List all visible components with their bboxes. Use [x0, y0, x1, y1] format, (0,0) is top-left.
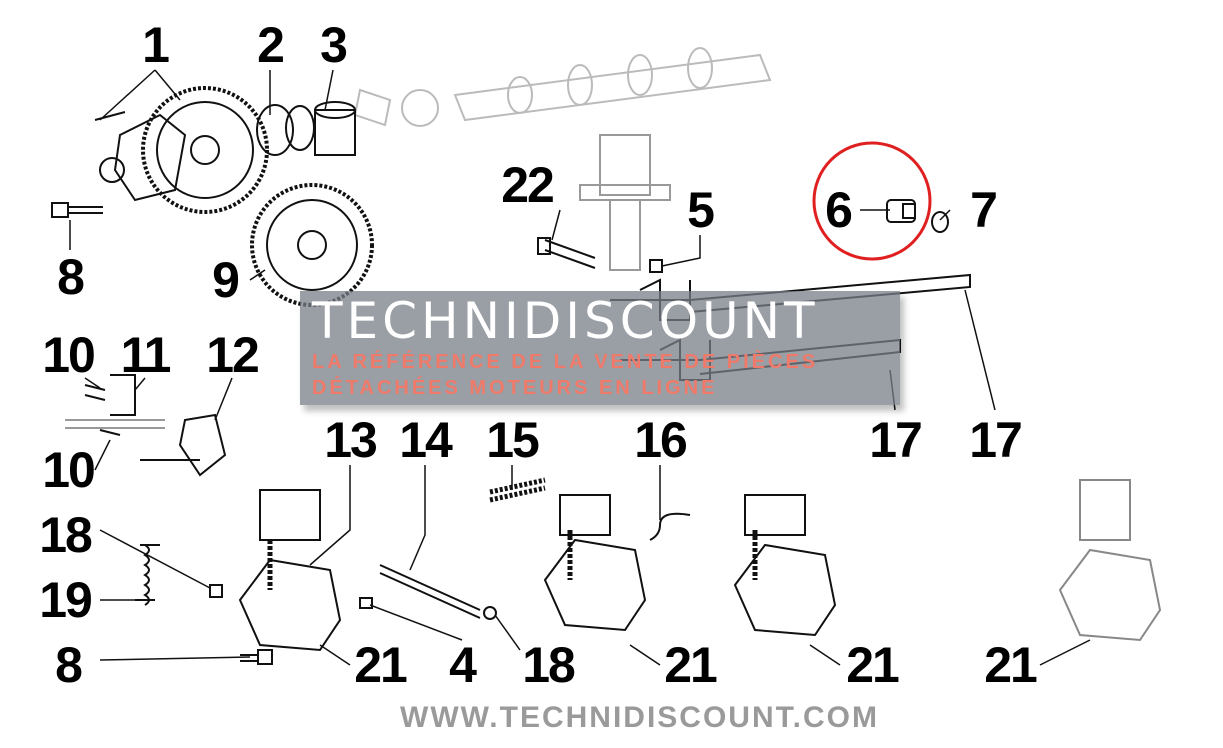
callout-11: 11: [120, 327, 172, 383]
callout-21: 21: [664, 637, 718, 693]
watermark-brand: TECHNIDISCOUNT: [312, 292, 819, 350]
callout-12: 12: [206, 327, 260, 383]
callout-8: 8: [57, 249, 85, 305]
watermark-tagline-1: LA RÉFÉRENCE DE LA VENTE DE PIÈCES: [312, 351, 819, 373]
callout-14: 14: [399, 412, 453, 468]
watermark-url: WWW.TECHNIDISCOUNT.COM: [400, 701, 879, 734]
callout-16: 16: [634, 412, 688, 468]
plug-6: [886, 199, 916, 223]
callout-17: 17: [969, 412, 1023, 468]
bolt-8b: [240, 649, 273, 665]
shaft-14: [379, 564, 481, 619]
callout-10: 10: [42, 327, 96, 383]
watermark-tagline-2: DÉTACHÉES MOTEURS EN LIGNE: [312, 377, 718, 399]
nut-18: [209, 584, 223, 598]
callout-4: 4: [449, 637, 477, 693]
callout-18: 18: [39, 507, 93, 563]
callout-1: 1: [142, 17, 170, 73]
spring-19: [135, 544, 160, 606]
callout-18: 18: [522, 637, 576, 693]
nut-5: [649, 259, 663, 273]
pin-4: [359, 597, 373, 609]
clip-16: [649, 512, 691, 541]
bolt-8: [51, 202, 103, 218]
governor-housing: [238, 479, 1162, 652]
callout-21: 21: [846, 637, 900, 693]
callout-21: 21: [984, 637, 1038, 693]
callout-10: 10: [42, 442, 96, 498]
callout-5: 5: [687, 182, 715, 238]
injection-pump: [579, 134, 671, 271]
callout-22: 22: [501, 157, 555, 213]
highlight-circle: [812, 141, 932, 261]
gear-9: [250, 183, 374, 307]
camshaft: [353, 47, 772, 127]
nut-18b: [483, 606, 497, 620]
callout-7: 7: [970, 182, 998, 238]
callout-8: 8: [55, 637, 83, 693]
callout-2: 2: [257, 17, 285, 73]
callout-3: 3: [320, 17, 348, 73]
spring-15: [489, 477, 546, 503]
callout-15: 15: [486, 412, 540, 468]
drive-gear-1: [94, 86, 269, 214]
callout-19: 19: [39, 572, 93, 628]
screw-22: [537, 237, 596, 269]
sleeve-3: [314, 101, 356, 156]
washer-7: [931, 211, 949, 233]
callout-21: 21: [354, 637, 408, 693]
watermark-band: TECHNIDISCOUNT LA RÉFÉRENCE DE LA VENTE …: [300, 291, 900, 405]
governor-parts-10-12: [65, 374, 227, 477]
callout-13: 13: [324, 412, 378, 468]
callout-6: 6: [825, 182, 853, 238]
callout-17: 17: [869, 412, 923, 468]
callout-9: 9: [212, 252, 240, 308]
